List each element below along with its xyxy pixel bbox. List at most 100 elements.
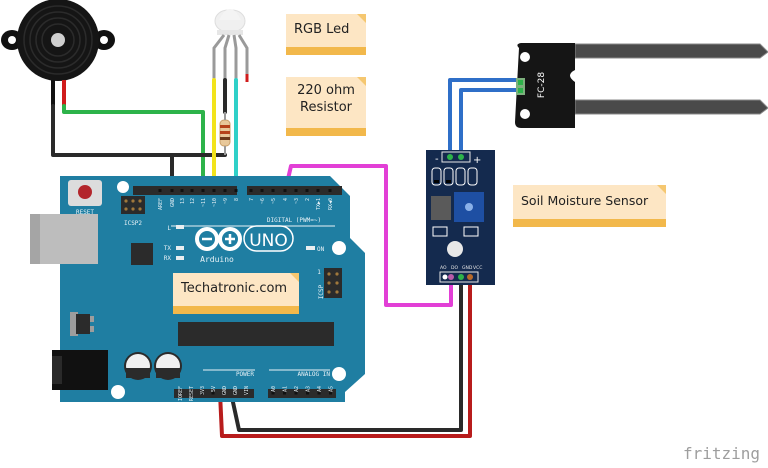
digital-pin-label: RX◀0 [328,198,334,210]
module-pin-label: GND [462,265,473,271]
analog-pin-label: A5 [329,386,335,392]
usb-chip [131,243,153,265]
power-pin [244,391,248,395]
module-pin-label: AO [440,265,447,271]
analog-pin [283,391,286,395]
power-pin [189,391,193,395]
analog-header-label: ANALOG IN [297,371,330,378]
digital-pin-label: 12 [190,198,196,204]
digital-pin-label: 7 [249,198,255,201]
brand-label: Arduino [200,255,234,264]
analog-pin [317,391,321,395]
onboard-leds: L TX RX ON [164,225,325,262]
led-label-rx: RX [164,255,172,262]
wire-probe-blue-1 [448,78,521,160]
digital-pin [249,189,253,192]
icsp-header: 1 ICSP [317,268,342,299]
icsp-pin1-label: 1 [317,269,321,276]
voltage-regulator [70,312,94,336]
note-resistor-line2: Resistor [300,100,352,115]
digital-pin-label: TX▶1 [316,198,322,210]
power-pin [178,391,182,395]
digital-pin-label: 4 [283,198,289,201]
digital-pin [201,189,205,192]
digital-pin [316,189,320,192]
rgb-led [212,9,249,82]
arduino-logo: UNO Arduino [195,225,294,264]
note-soil-sensor: Soil Moisture Sensor [513,185,666,227]
digital-header-label: DIGITAL (PWM=~) [267,217,321,224]
note-rgb-led: RGB Led [286,14,366,55]
power-pin-label: 5V [211,386,217,392]
wire-sensor-gnd-black [229,274,463,432]
analog-pin-label: A1 [283,386,289,392]
digital-pin [305,189,309,192]
note-resistor: 220 ohm Resistor [286,77,366,136]
digital-pin [190,189,194,192]
reset-label: RESET [76,209,94,216]
digital-pin-label: ~6 [260,198,266,204]
icsp2-label: ICSP2 [124,220,142,227]
power-pin-label: GND [233,386,239,395]
led-label-on: ON [317,246,325,253]
digital-pin [234,189,238,192]
note-resistor-line1: 220 ohm [297,83,355,98]
power-pin [233,391,237,395]
power-pin-label: 3V3 [200,386,206,395]
power-header-label: POWER [236,371,254,378]
capacitors [124,352,182,380]
digital-pin-label: 2 [305,198,311,201]
wire-probe-blue-2 [459,88,521,160]
analog-pin-label: A0 [271,386,277,392]
digital-pin-label: ~5 [271,198,277,204]
analog-pin-label: A3 [306,386,312,392]
power-pin [222,391,226,395]
digital-pin-label: ~11 [201,198,207,207]
microcontroller-chip [178,322,334,346]
digital-pin-label: GND [170,198,176,207]
digital-pin-label: AREF [158,198,164,210]
power-pin-label: VIN [244,386,250,395]
probe-model-label: FC-28 [537,72,547,98]
model-label: UNO [249,231,288,251]
wire-sensor-do-magenta [283,164,453,307]
probe-minus-label: - [435,154,439,165]
note-website: Techatronic.com [173,273,299,314]
analog-pin [294,391,298,395]
digital-pin [260,189,264,192]
analog-pin [306,391,309,395]
digital-pin-label: 8 [234,198,240,201]
digital-pin [294,189,298,192]
analog-pin [271,391,275,395]
wire-sensor-vcc-red [218,274,472,438]
digital-pin-label: 13 [180,198,186,204]
analog-pin [329,391,332,395]
digital-pin [212,189,216,192]
digital-pin-label: ~10 [212,198,218,207]
note-website-text: Techatronic.com [181,281,288,296]
digital-pin [283,189,287,192]
note-rgb-led-text: RGB Led [294,22,350,37]
power-pin [200,391,204,395]
digital-pin [180,189,184,192]
icsp-label: ICSP [318,284,325,299]
analog-pin-label: A4 [317,386,323,392]
note-soil-sensor-text: Soil Moisture Sensor [521,193,649,208]
digital-pin-label: ~3 [294,198,300,204]
digital-pin [158,189,162,192]
usb-port [30,214,98,264]
digital-pin [223,189,227,192]
probe-plus-label: + [473,155,481,166]
module-pin-label: DO [451,265,458,271]
led-label-tx: TX [164,245,172,252]
piezo-buzzer [1,0,115,106]
power-pin-label: IOREF [178,386,184,401]
wire-buzzer-ground-black [51,104,227,157]
resistor-220-ohm [219,112,231,155]
digital-pin [170,189,174,192]
